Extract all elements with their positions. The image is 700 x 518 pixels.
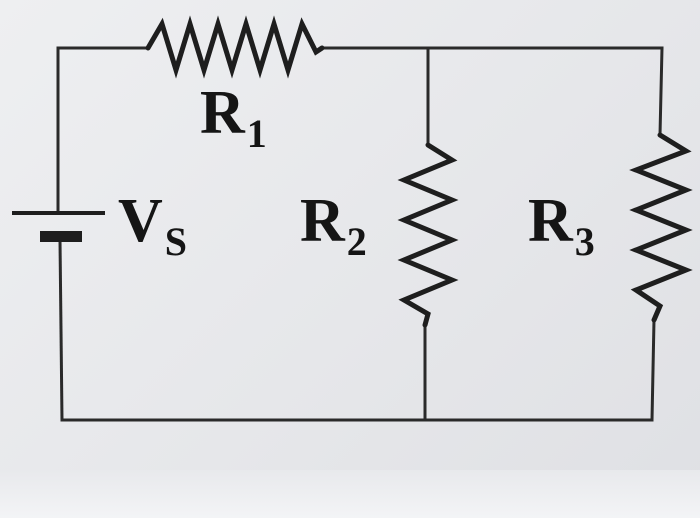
resistor-1-label: R1 [200,79,267,154]
resistor-2-subscript: 2 [346,219,367,264]
right-wire-upper [658,46,664,137]
source-letter: V [118,187,163,255]
resistor-2-letter: R [300,187,345,255]
resistor-1-zigzag [145,15,325,79]
resistor-3-zigzag [629,132,693,323]
bottom-edge [0,470,700,518]
resistor-1-subscript: 1 [246,111,267,156]
left-wire-lower [58,238,64,422]
resistor-3-subscript: 3 [574,219,595,264]
source-subscript: S [164,219,188,264]
resistor-1-letter: R [200,79,245,147]
resistor-2-label: R2 [300,187,367,262]
battery-short-plate [40,231,82,242]
source-label: VS [118,187,187,262]
resistor-3-letter: R [528,187,573,255]
resistor-3-label: R3 [528,187,595,262]
resistor-2-zigzag [397,142,459,328]
right-wire-lower [650,318,656,422]
